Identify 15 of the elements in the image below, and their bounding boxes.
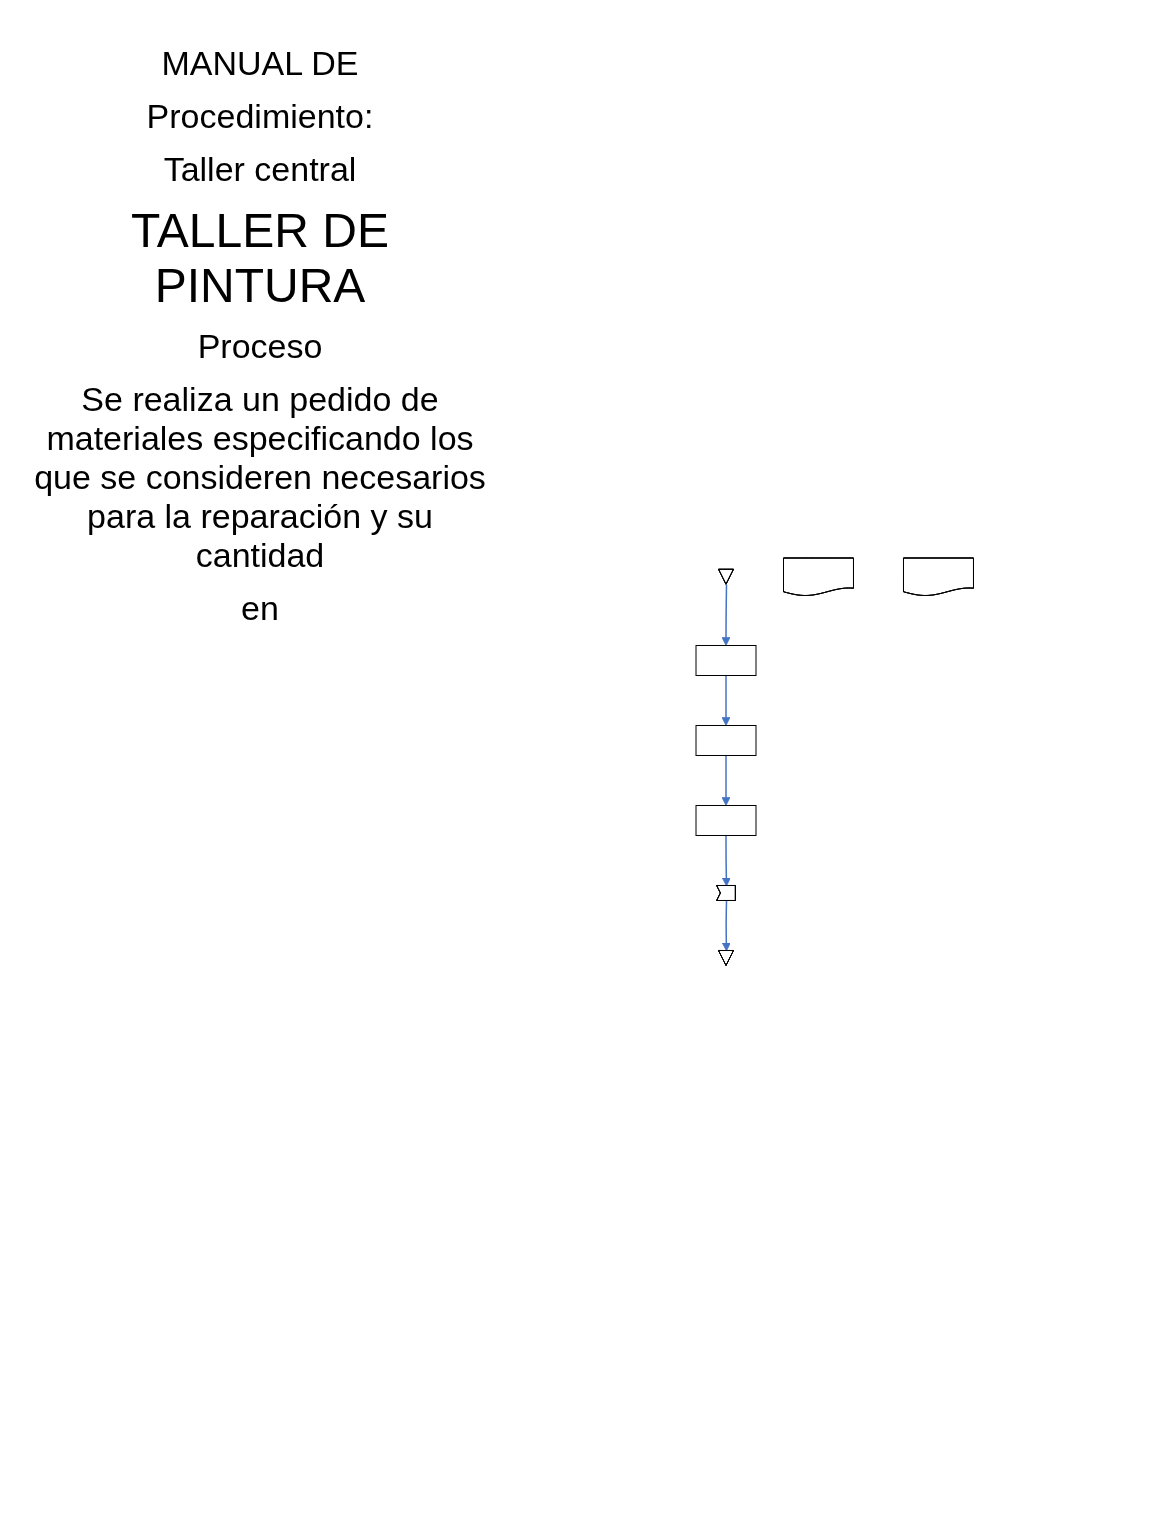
label-text: Se realiza un pedido de materiales especificando los que se consideren necesarios para la reparación y su cantidad [33,380,487,575]
node-box [695,724,757,756]
arrow [721,674,731,726]
label-text: en [240,589,280,628]
label-text: Proceso [196,327,324,366]
node-box [695,644,757,676]
arrow [721,583,731,646]
label-text: MANUAL DE [160,44,360,83]
label-text: Taller central [162,150,358,189]
label-text: TALLER DE PINTURA [130,203,390,313]
arrow [722,900,731,952]
arrow [722,834,731,887]
node-box [695,804,757,836]
label-text: Procedimiento: [145,97,375,136]
arrow [721,754,731,806]
